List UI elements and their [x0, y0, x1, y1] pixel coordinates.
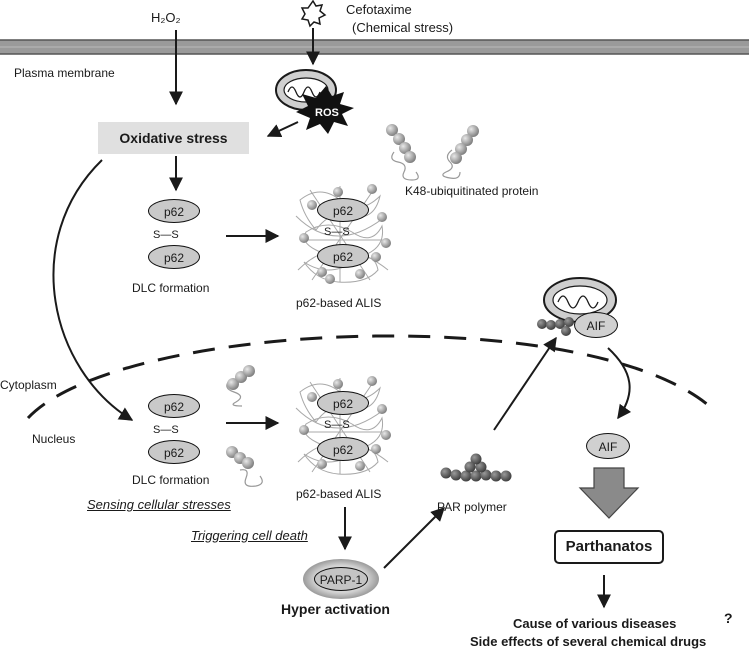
- question-mark: ?: [724, 610, 733, 626]
- cefotaxime-label: Cefotaxime: [346, 2, 412, 17]
- h2o2-label: H₂O₂: [151, 10, 181, 25]
- triggering-cell-death-label: Triggering cell death: [191, 528, 308, 543]
- aif-mitochondrial: AIF: [574, 312, 618, 338]
- cause-of-diseases-label: Cause of various diseases: [513, 616, 677, 631]
- sensing-cellular-stresses-label: Sensing cellular stresses: [87, 497, 231, 512]
- hyper-activation-label: Hyper activation: [281, 601, 390, 617]
- parp1-enzyme: PARP-1: [314, 567, 368, 591]
- plasma-membrane-label: Plasma membrane: [14, 66, 115, 80]
- aif-to-parthanatos-arrow: [578, 467, 640, 519]
- alis-aggregate-nucleus: [295, 378, 389, 475]
- nuclear-ubiquitinated-protein-2: [226, 446, 263, 487]
- chemical-stress-label: (Chemical stress): [352, 20, 454, 35]
- alis-label-nucleus: p62-based ALIS: [296, 487, 382, 501]
- alis-beads-nucleus: [299, 376, 391, 471]
- par-polymer-chain: [440, 453, 512, 482]
- p62-dlc-nucleus-lower: p62: [148, 440, 200, 464]
- ros-label: ROS: [315, 107, 339, 119]
- alis-beads-top: [299, 184, 391, 284]
- disulfide-bond-alis-nucleus: S—S: [324, 419, 350, 431]
- par-polymer-label: PAR polymer: [437, 500, 507, 514]
- aif-released: AIF: [586, 433, 630, 459]
- k48-protein-1: [386, 124, 419, 181]
- plasma-membrane-band: [0, 39, 749, 55]
- oxidative-stress-box: Oxidative stress: [98, 122, 249, 154]
- mitochondrion-right: [543, 277, 617, 323]
- p62-dlc-nucleus-upper: p62: [148, 394, 200, 418]
- side-effects-label: Side effects of several chemical drugs: [470, 634, 707, 649]
- parthanatos-box: Parthanatos: [554, 530, 664, 564]
- cefotaxime-icon: [300, 0, 327, 28]
- dlc-formation-label-top: DLC formation: [132, 281, 210, 295]
- k48-protein-2: [442, 125, 479, 179]
- p62-alis-nucleus-upper: p62: [317, 391, 369, 415]
- p62-alis-top-upper: p62: [317, 198, 369, 222]
- p62-dlc-top-upper: p62: [148, 199, 200, 223]
- disulfide-bond-top: S—S: [153, 229, 179, 241]
- arrows: [52, 28, 632, 609]
- cytoplasm-label: Cytoplasm: [0, 378, 57, 392]
- nucleus-label: Nucleus: [32, 432, 76, 446]
- nuclear-ubiquitinated-protein-1: [226, 365, 255, 407]
- dlc-formation-label-nucleus: DLC formation: [132, 473, 210, 487]
- p62-alis-nucleus-lower: p62: [317, 437, 369, 461]
- par-beads-near-aif: [537, 317, 574, 336]
- p62-dlc-top-lower: p62: [148, 245, 200, 269]
- alis-label-top: p62-based ALIS: [296, 296, 382, 310]
- disulfide-bond-nucleus: S—S: [153, 424, 179, 436]
- parthanatos-label: Parthanatos: [565, 538, 653, 555]
- k48-label: K48-ubiquitinated protein: [405, 184, 539, 198]
- p62-alis-top-lower: p62: [317, 244, 369, 268]
- oxidative-stress-label: Oxidative stress: [119, 130, 228, 146]
- disulfide-bond-alis-top: S—S: [324, 226, 350, 238]
- ros-burst-icon: [296, 86, 354, 134]
